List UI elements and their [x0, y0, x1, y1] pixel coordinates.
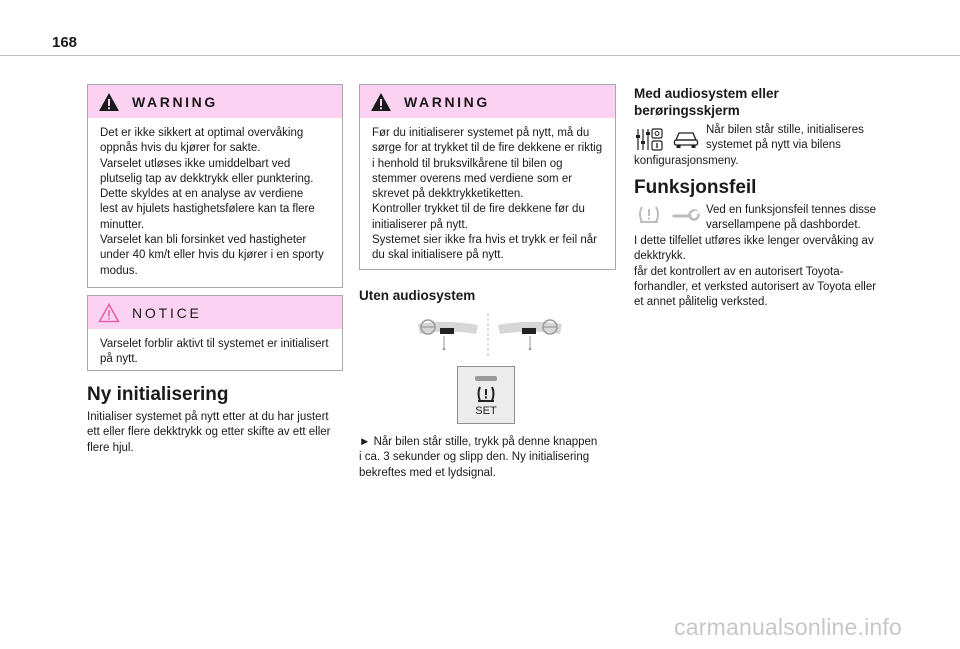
tire-pressure-warning-icon	[639, 206, 659, 223]
watermark: carmanualsonline.info	[674, 614, 902, 640]
funksjonsfeil-heading: Funksjonsfeil	[634, 177, 757, 198]
settings-menu-icon	[636, 128, 663, 151]
funksjonsfeil-indented-text: Ved en funksjonsfeil tennes disse varsel…	[706, 204, 877, 232]
tire-pressure-icon	[477, 386, 495, 402]
warning-title: WARNING	[404, 93, 490, 110]
uten-audiosystem-text: ► Når bilen står stille, trykk på denne …	[359, 436, 598, 479]
warning-triangle-icon	[371, 92, 391, 111]
med-audiosystem-heading: Med audiosystem eller berøringsskjerm	[634, 86, 779, 118]
ny-initialisering-text: Initialiser systemet på nytt etter at du…	[87, 411, 331, 454]
med-audiosystem-indented-text: Når bilen står stille, initialiseres sys…	[706, 124, 864, 152]
divider-dashed-icon	[487, 313, 489, 357]
warning-header: WARNING	[360, 85, 615, 118]
warning-text: Det er ikke sikkert at optimal overvåkin…	[100, 127, 324, 277]
top-divider	[0, 55, 960, 56]
set-label: SET	[475, 405, 497, 417]
car-icon	[673, 132, 699, 148]
notice-triangle-icon	[98, 302, 120, 322]
warning-title: WARNING	[132, 93, 218, 110]
warning-box-1: WARNING Det er ikke sikkert at optimal o…	[87, 84, 343, 288]
warning-box-2: WARNING Før du initialiserer systemet på…	[359, 84, 616, 270]
warning-header: WARNING	[88, 85, 342, 118]
warning-triangle-icon	[99, 92, 119, 111]
notice-title: NOTICE	[132, 304, 202, 321]
set-button-indicator	[475, 376, 497, 381]
uten-audiosystem-heading: Uten audiosystem	[359, 288, 476, 303]
steering-wheel-right-icon	[498, 319, 562, 351]
steering-wheel-left-icon	[418, 319, 478, 351]
notice-box: NOTICE Varselet forblir aktivt til syste…	[87, 295, 343, 371]
warning-text: Før du initialiserer systemet på nytt, m…	[372, 127, 603, 262]
notice-text: Varselet forblir aktivt til systemet er …	[100, 338, 329, 366]
notice-header: NOTICE	[88, 296, 342, 329]
page-number: 168	[52, 34, 78, 51]
set-button[interactable]: SET	[457, 366, 515, 424]
funksjonsfeil-text: I dette tilfellet utføres ikke lenger ov…	[634, 235, 877, 309]
ny-initialisering-heading: Ny initialisering	[87, 384, 229, 405]
med-audiosystem-text: konfigurasjonsmeny.	[634, 155, 739, 167]
wrench-icon	[672, 209, 700, 221]
